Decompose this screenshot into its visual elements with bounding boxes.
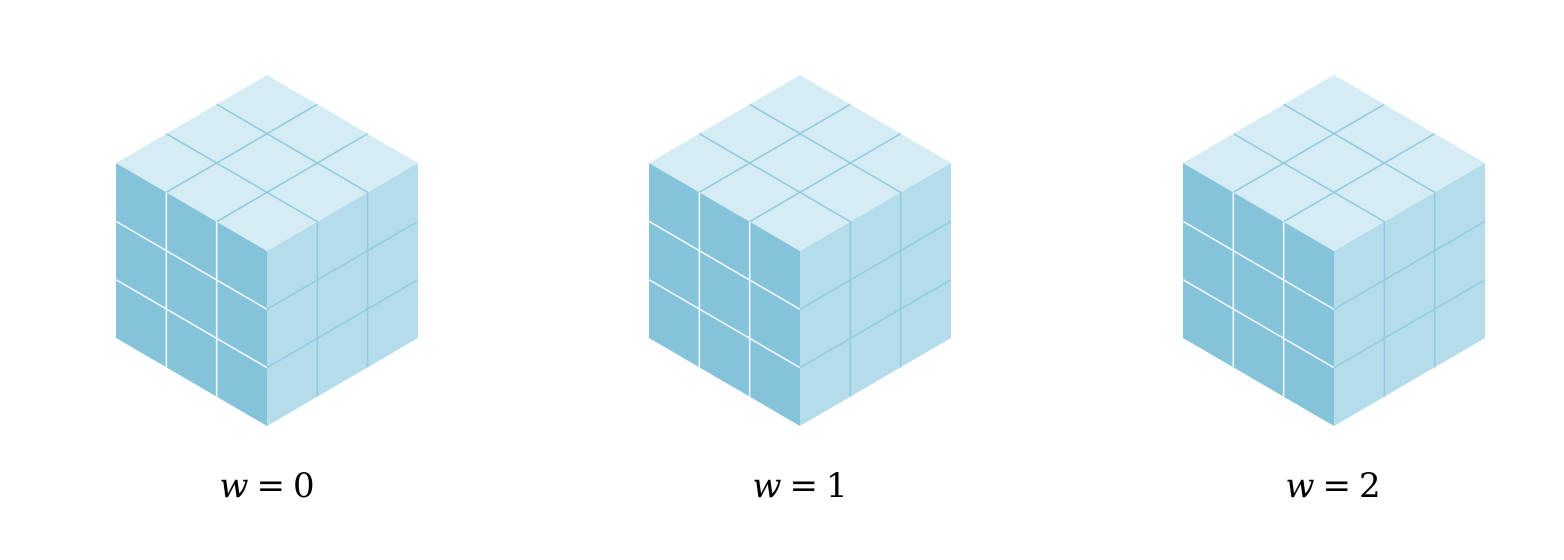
left-grid-line (648, 220, 801, 311)
left-grid-line (115, 278, 268, 369)
top-grid-line (1283, 103, 1436, 194)
label-variable: w (219, 466, 249, 506)
right-grid-line (266, 220, 419, 311)
top-grid-line (1232, 132, 1385, 223)
top-grid-line (698, 132, 851, 223)
left-face (116, 163, 267, 426)
top-grid-line (216, 132, 369, 223)
left-grid-line (1182, 220, 1335, 311)
label-value: 2 (1358, 466, 1381, 506)
label-operator: = (1322, 466, 1351, 506)
top-grid-line (1283, 132, 1436, 223)
top-face (649, 75, 951, 251)
label-value: 1 (825, 466, 848, 506)
right-face (267, 163, 418, 426)
right-grid-line (799, 220, 952, 311)
label-w1: w=1 (700, 466, 900, 506)
right-grid-line (1333, 220, 1486, 311)
label-value: 0 (292, 466, 315, 506)
right-face (800, 163, 951, 426)
label-variable: w (1285, 466, 1315, 506)
label-w2: w=2 (1233, 466, 1433, 506)
label-operator: = (789, 466, 818, 506)
right-grid-line (799, 278, 952, 369)
label-operator: = (256, 466, 285, 506)
top-grid-line (749, 132, 902, 223)
left-grid-line (648, 278, 801, 369)
top-grid-line (216, 103, 369, 194)
top-grid-line (165, 132, 318, 223)
cube-w1 (648, 75, 952, 426)
label-variable: w (752, 466, 782, 506)
cube-w0 (115, 75, 419, 426)
top-grid-line (749, 103, 902, 194)
top-grid-line (1232, 103, 1385, 194)
top-grid-line (165, 103, 318, 194)
top-grid-line (698, 103, 851, 194)
top-face (1183, 75, 1485, 251)
left-face (649, 163, 800, 426)
right-face (1334, 163, 1485, 426)
left-grid-line (1182, 278, 1335, 369)
left-grid-line (115, 220, 268, 311)
top-face (116, 75, 418, 251)
label-w0: w=0 (167, 466, 367, 506)
right-grid-line (1333, 278, 1486, 369)
cube-w2 (1182, 75, 1486, 426)
left-face (1183, 163, 1334, 426)
right-grid-line (266, 278, 419, 369)
